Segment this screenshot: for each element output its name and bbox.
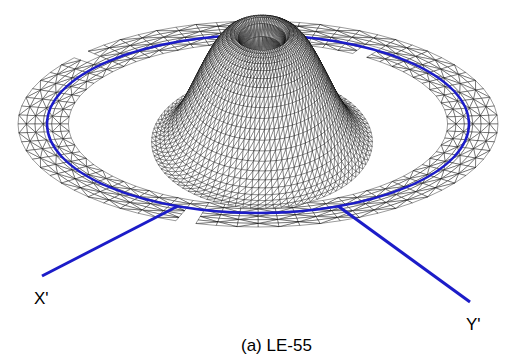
mesh-facet [157,27,179,30]
mesh-facet [165,107,169,112]
mesh-facet [338,50,357,53]
mesh-facet [476,158,484,168]
mesh-facet [157,217,179,220]
mesh-facet [161,111,165,116]
section-line [338,206,470,302]
mesh-facet [476,80,484,90]
mesh-facet [32,80,40,90]
mesh-facet [32,158,40,168]
section-line [42,206,178,276]
mesh-facet [337,27,359,30]
